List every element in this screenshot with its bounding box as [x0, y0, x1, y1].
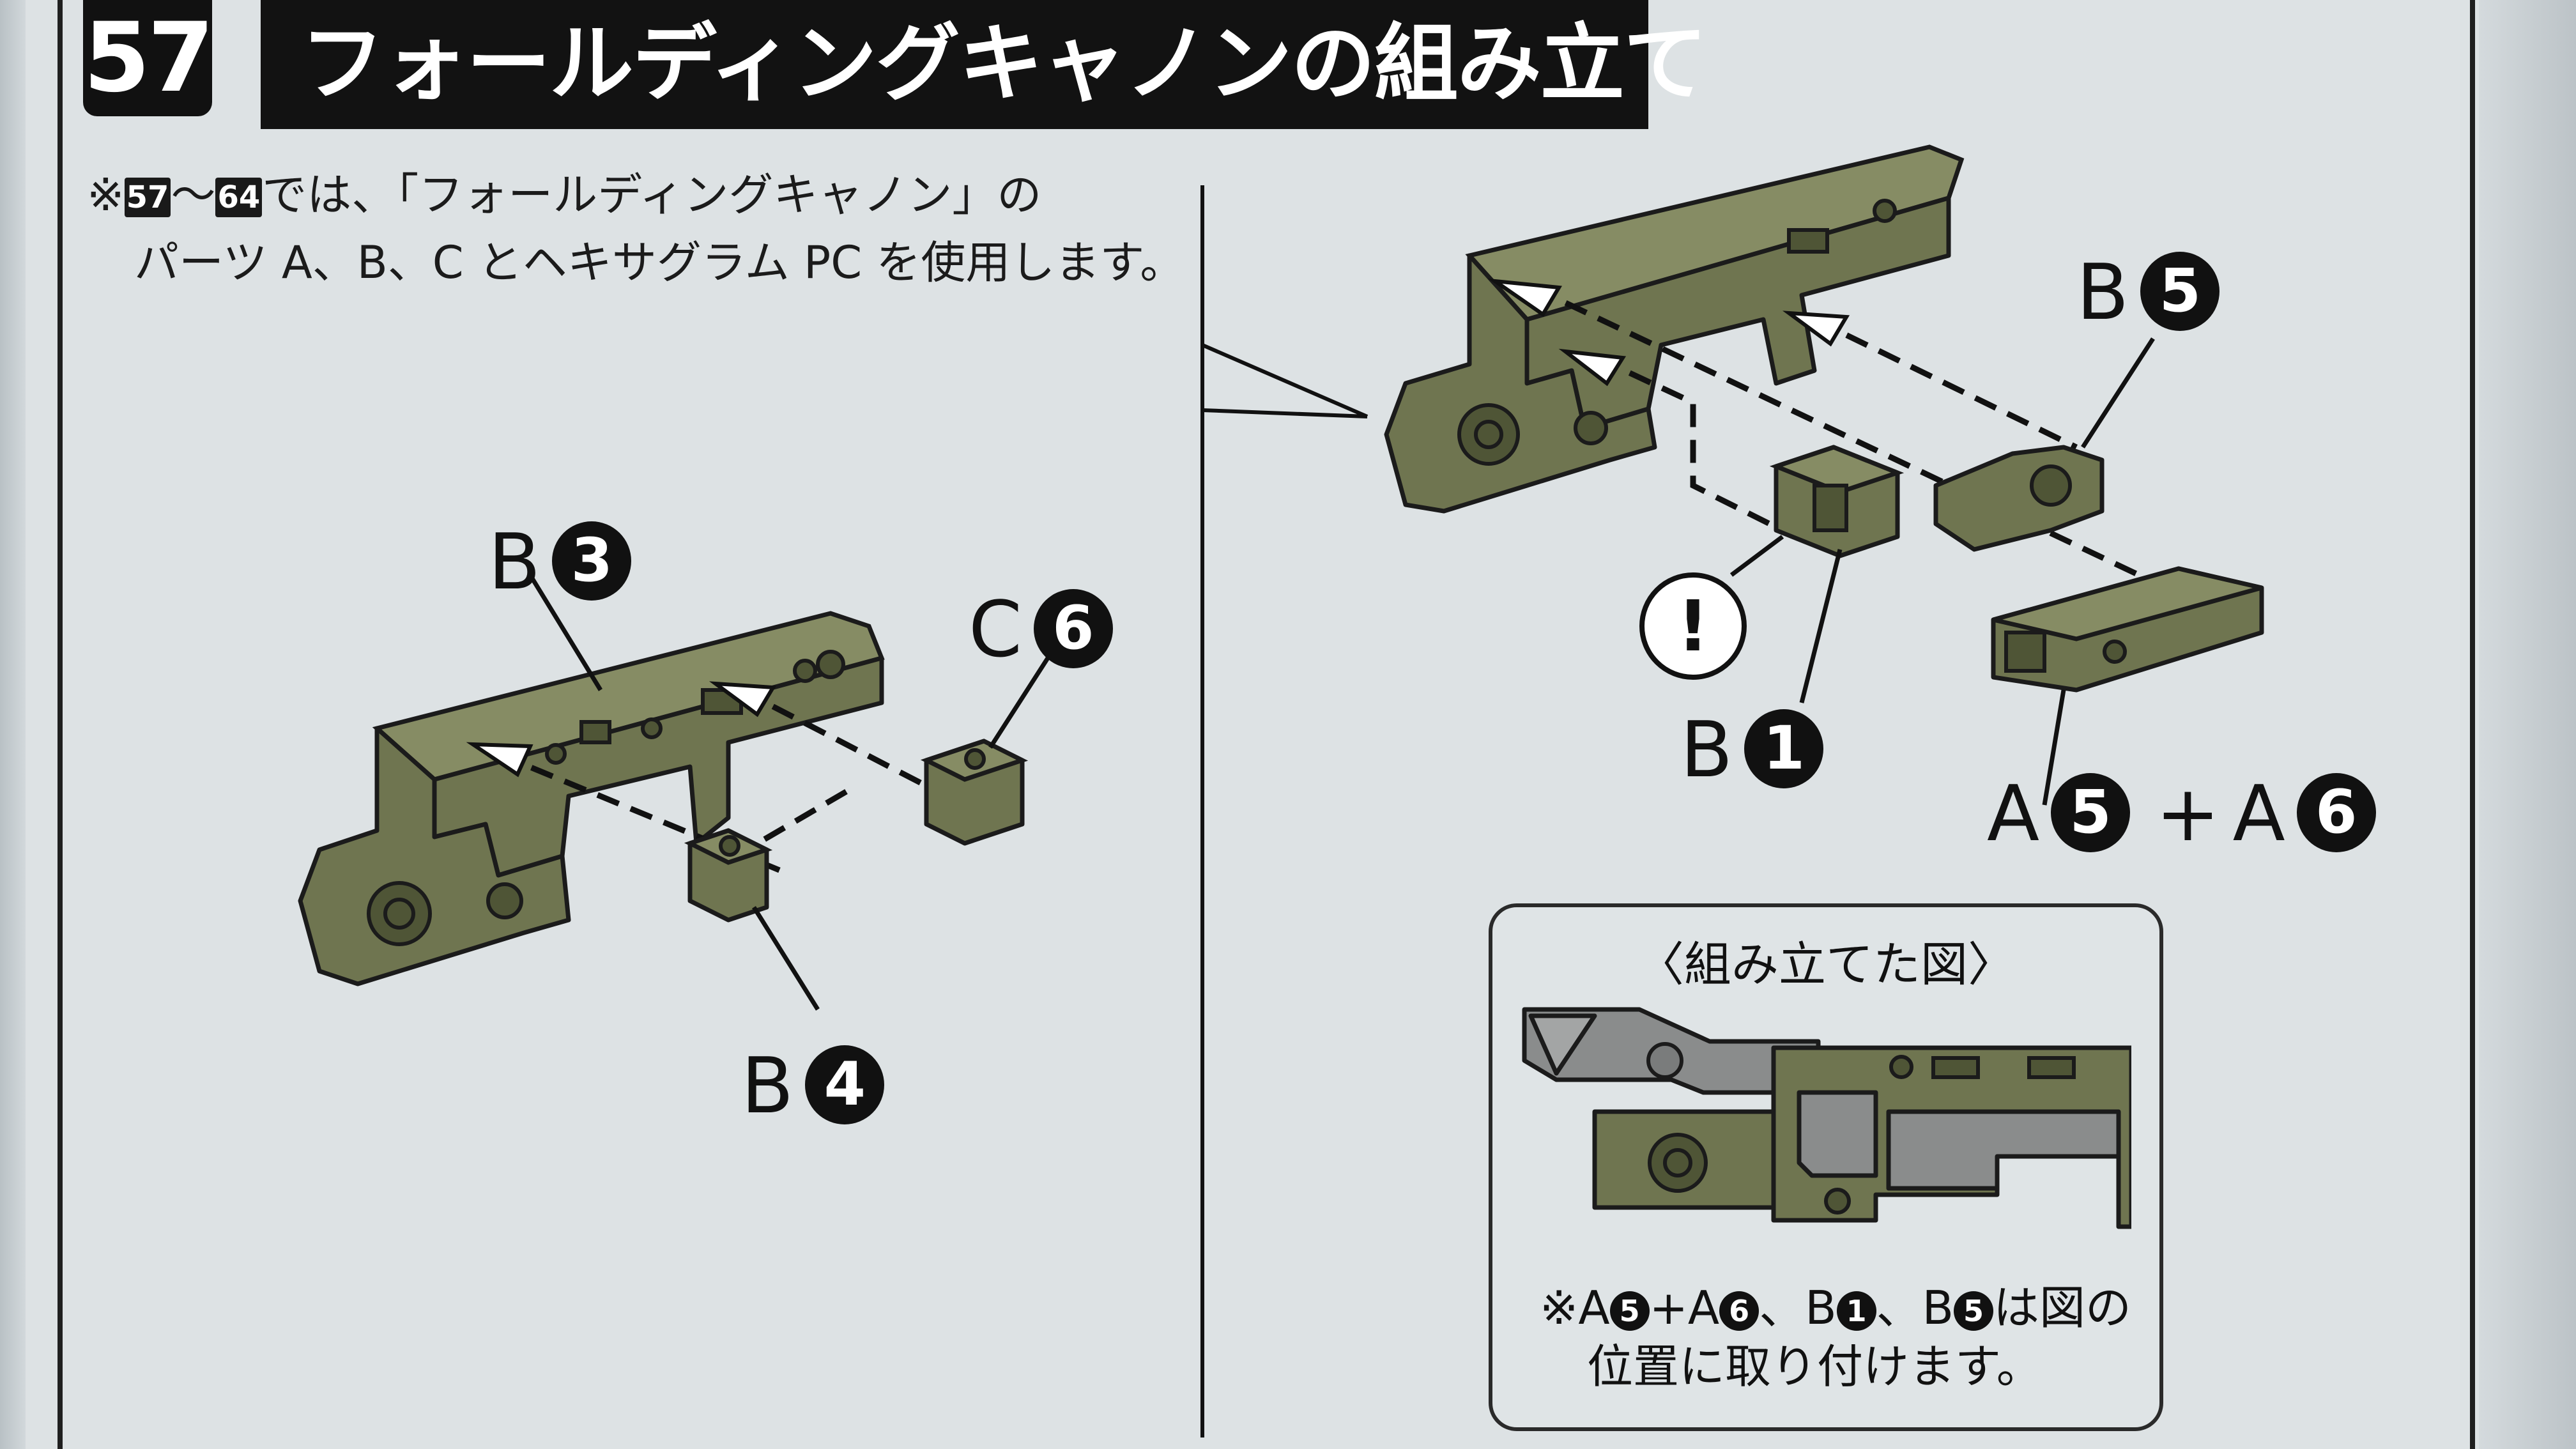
intro-line-1: ※57〜64では、「フォールディングキャノン」の: [87, 167, 1041, 222]
note-num-b5: 5: [1954, 1291, 1993, 1331]
label-a5-number: 5: [2051, 773, 2131, 852]
assembled-diagram: [1522, 1007, 2131, 1229]
callout-wedge: [1201, 343, 1368, 418]
label-b4-letter: B: [741, 1042, 794, 1131]
step-ref-from: 57: [124, 178, 171, 217]
frame-part-b3: [298, 611, 885, 986]
label-a5-letter: A: [1987, 770, 2040, 859]
range-separator: 〜: [171, 169, 216, 221]
frame-line-right: [2470, 0, 2475, 1449]
label-c6-number: 6: [1033, 589, 1113, 668]
part-b1: [1729, 445, 1905, 703]
part-a5-a6: [1991, 566, 2264, 806]
sheet-shadow-left: [0, 0, 26, 1449]
note-num-b1: 1: [1836, 1291, 1876, 1331]
intro-line-1-text: では、「フォールディングキャノン」の: [262, 169, 1042, 221]
label-b4-number: 4: [805, 1045, 885, 1124]
note-b-2: 、B: [1876, 1281, 1954, 1335]
step-ref-to: 64: [215, 178, 263, 217]
label-a6-letter: A: [2232, 770, 2285, 859]
note-mark: ※: [87, 169, 125, 221]
step-number: 57: [83, 0, 214, 116]
note-num-a5: 5: [1609, 1291, 1650, 1331]
step-title: フォールディングキャノンの組み立て: [300, 15, 1708, 113]
label-c6-letter: C: [969, 586, 1022, 675]
assembled-view-title: 〈組み立てた図〉: [1637, 937, 2015, 992]
label-b5-number: 5: [2140, 252, 2220, 331]
label-b3-number: 3: [552, 521, 632, 601]
label-b1-number: 1: [1744, 709, 1824, 788]
note-b: 、B: [1759, 1281, 1837, 1335]
label-b1-letter: B: [1680, 706, 1733, 795]
label-a6-number: 6: [2296, 773, 2376, 852]
label-plus: +: [2156, 770, 2220, 859]
caution-icon: !: [1639, 572, 1747, 680]
leader-b3: [527, 575, 602, 691]
note-tail: は図の: [1993, 1281, 2132, 1335]
label-b5-letter: B: [2076, 249, 2129, 337]
part-b5: [1933, 337, 2155, 552]
note-a: ※A: [1540, 1281, 1610, 1335]
label-b3-letter: B: [488, 518, 541, 607]
sheet-shadow-right: [2479, 0, 2576, 1449]
dashed-arrows-right: [1487, 278, 2167, 591]
part-c6: [920, 657, 1050, 846]
left-assembly-diagram: [298, 575, 1050, 1011]
right-assembly-diagram: [1384, 144, 2264, 806]
note-num-a6: 6: [1719, 1291, 1759, 1331]
intro-line-2: パーツ A、B、C とヘキサグラム PC を使用します。: [134, 236, 1185, 289]
title-bar: フォールディングキャノンの組み立て: [261, 0, 1708, 129]
assembled-note-line-2: 位置に取り付けます。: [1587, 1340, 2043, 1393]
frame-part-upper: [1384, 144, 1965, 514]
frame-line-left: [57, 0, 63, 1449]
note-plus-a: +A: [1649, 1281, 1720, 1335]
part-b4: [684, 828, 820, 1011]
